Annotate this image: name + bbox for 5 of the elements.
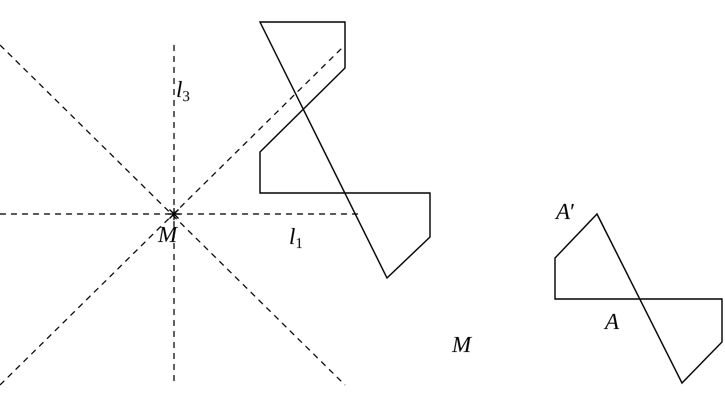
line-label: l$_{1}$: [289, 225, 303, 252]
point-label: A: [605, 310, 620, 333]
point-label: M: [452, 333, 472, 356]
point-label: A′: [556, 200, 576, 223]
line-label: l$_{3}$: [176, 78, 190, 105]
